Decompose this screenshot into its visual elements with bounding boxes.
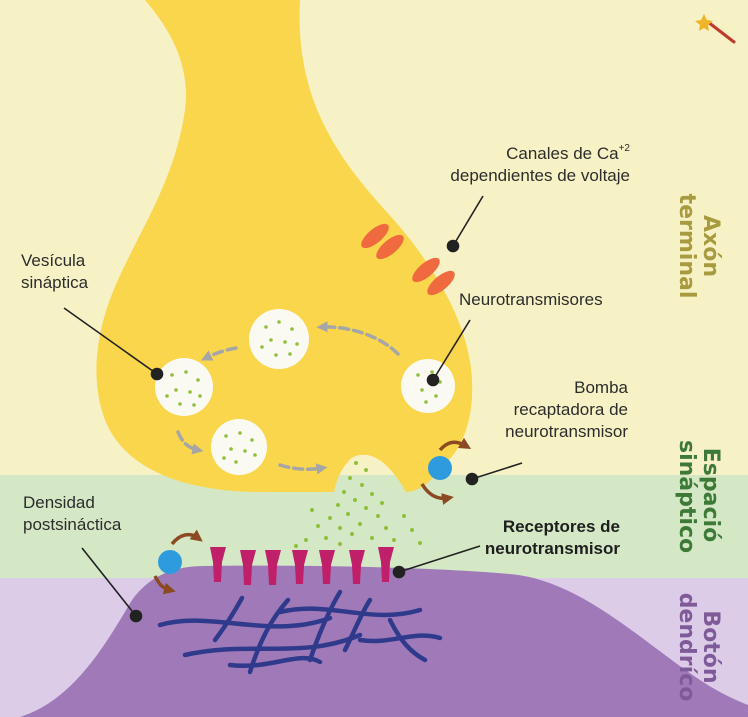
dendrite-region-label-line2: dendríco	[674, 592, 699, 702]
receptor	[378, 547, 394, 582]
vesicle-label-line2: sináptica	[21, 273, 89, 292]
receptor	[349, 550, 365, 584]
vesicle-contents	[165, 320, 442, 464]
leader-dot	[392, 565, 406, 579]
receptor	[265, 550, 281, 585]
synaptic-vesicle	[211, 419, 267, 475]
reuptake-pump-label-line1: Bomba	[574, 378, 628, 397]
leader-lines	[63, 195, 523, 623]
calcium-superscript: +2	[618, 143, 630, 154]
calcium-channel	[376, 234, 404, 260]
dashed-arrow-icon	[316, 321, 400, 356]
leader-dot	[426, 373, 440, 387]
released-neurotransmitters	[294, 461, 422, 548]
axon-region-label: Axón terminal	[672, 191, 723, 301]
calcium-channels	[361, 223, 455, 296]
wand-sparkle-icon	[695, 14, 736, 44]
vesicle-label-line1: Vesícula	[21, 251, 86, 270]
calcium-channels-label-line1: Canales de Ca	[506, 144, 619, 163]
receptor	[240, 550, 256, 585]
calcium-channel	[361, 223, 389, 249]
axon-region-label-line2: terminal	[674, 193, 699, 299]
leader-dot	[129, 609, 143, 623]
axon-region-label-line1: Axón	[698, 215, 723, 277]
synaptic-vesicle	[401, 359, 455, 413]
reuptake-pump-presynaptic	[420, 437, 472, 505]
postsynaptic-density-label-line1: Densidad	[23, 493, 95, 512]
neurotransmitters-label-text: Neurotransmisores	[459, 290, 603, 309]
synaptic-vesicle	[155, 358, 213, 416]
synaptic-vesicle	[249, 309, 309, 369]
recycle-arrows	[176, 321, 400, 475]
cleft-region-label-line2: sináptico	[674, 440, 699, 554]
neurotransmitters-label: Neurotransmisores	[459, 289, 603, 311]
dashed-arrow-icon	[278, 463, 328, 475]
calcium-channel	[412, 257, 440, 283]
receptors-label-line1: Receptores de	[502, 517, 620, 536]
dendrite-region-label: Botón dendríco	[672, 592, 723, 702]
dashed-arrow-icon	[176, 430, 204, 455]
vesicles	[155, 309, 455, 475]
receptor	[210, 547, 226, 582]
reuptake-pump-label-line2: recaptadora de	[513, 400, 628, 419]
dendrite-region-label-line1: Botón	[698, 610, 723, 684]
reuptake-pump-label: Bomba recaptadora de neurotransmisor	[420, 377, 628, 443]
vesicle-label: Vesícula sináptica	[21, 250, 88, 294]
leader-dot	[150, 367, 164, 381]
receptor	[319, 550, 335, 584]
receptor-row	[210, 547, 394, 585]
receptor	[292, 550, 308, 584]
leader-dot	[446, 239, 460, 253]
calcium-channels-label-line2: dependientes de voltaje	[450, 166, 630, 185]
reuptake-pump-postsynaptic	[153, 529, 203, 595]
cleft-region-label-line1: Espació	[698, 447, 723, 543]
cleft-region-label: Espació sináptico	[672, 440, 723, 554]
receptors-label-line2: neurotransmisor	[484, 539, 620, 558]
filament-network	[157, 589, 443, 675]
reuptake-pump-label-line3: neurotransmisor	[505, 422, 628, 441]
receptors-label: Receptores de neurotransmisor	[440, 516, 620, 560]
dashed-arrow-icon	[200, 346, 238, 361]
calcium-channels-label: Canales de Ca+2 dependientes de voltaje	[400, 143, 630, 187]
cleft-region-band	[0, 475, 748, 578]
leader-dot	[465, 472, 479, 486]
postsynaptic-density-label: Densidad postsináctica	[23, 492, 121, 536]
calcium-channel	[427, 270, 455, 296]
postsynaptic-density-label-line2: postsináctica	[23, 515, 122, 534]
